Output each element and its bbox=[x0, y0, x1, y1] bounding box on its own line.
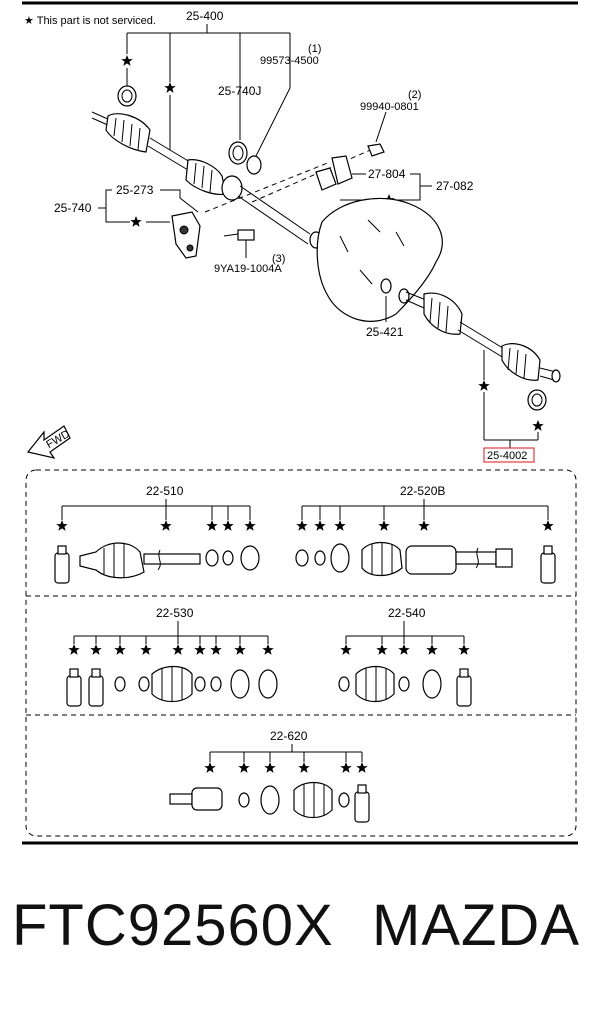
label-25-273: 25-273 bbox=[116, 183, 154, 197]
footer: FTC92560X MAZDA bbox=[0, 880, 600, 990]
parts-diagram: ★ This part is not serviced. 25-400 (1) … bbox=[22, 1, 578, 845]
highlight-box bbox=[483, 447, 535, 463]
kit-22-540: 22-540 bbox=[338, 606, 472, 707]
kit-22-530: 22-530 bbox=[66, 606, 278, 707]
label-25-740: 25-740 bbox=[54, 201, 92, 215]
label-kit-1-num: (1) bbox=[308, 43, 321, 55]
label-kit-1-pn: 99573-4500 bbox=[260, 55, 319, 67]
kit-22-510: 22-510 bbox=[54, 484, 260, 584]
kit-22-620: 22-620 bbox=[169, 729, 370, 823]
label-25-4002: 25-4002 bbox=[487, 450, 527, 462]
label-kit-2-pn: 99940-0801 bbox=[360, 101, 419, 113]
exploded-view: 25-400 (1) 99573-4500 25-740J bbox=[26, 9, 561, 463]
label-kit-2-num: (2) bbox=[408, 89, 421, 101]
star-icon bbox=[478, 380, 490, 391]
kit-22-520b: 22-520B bbox=[295, 484, 556, 584]
label-22-540: 22-540 bbox=[388, 606, 426, 620]
snap-ring bbox=[527, 389, 547, 411]
right-drive-shaft bbox=[398, 288, 561, 383]
label-22-620: 22-620 bbox=[270, 729, 308, 743]
label-kit-3-num: (3) bbox=[272, 253, 285, 265]
brand-name: MAZDA bbox=[372, 893, 580, 958]
star-icon bbox=[532, 420, 544, 431]
part-number: FTC92560X bbox=[12, 893, 334, 958]
label-22-510: 22-510 bbox=[146, 484, 184, 498]
transmission-case bbox=[316, 197, 443, 322]
circlip bbox=[380, 278, 392, 294]
bearing-bracket bbox=[171, 211, 201, 259]
star-icon bbox=[130, 216, 142, 227]
star-icon bbox=[164, 82, 176, 93]
bearing bbox=[228, 141, 248, 165]
label-22-530: 22-530 bbox=[156, 606, 194, 620]
star-icon bbox=[121, 55, 133, 66]
clip bbox=[315, 167, 337, 191]
not-serviced-notice: ★ This part is not serviced. bbox=[24, 15, 156, 27]
fwd-arrow-icon: FWD bbox=[26, 425, 72, 459]
clip bbox=[331, 155, 353, 185]
label-27-082: 27-082 bbox=[436, 179, 474, 193]
bolt bbox=[237, 229, 255, 241]
fwd-label: FWD bbox=[44, 428, 72, 451]
seal-ring bbox=[246, 155, 262, 175]
label-27-804: 27-804 bbox=[368, 167, 406, 181]
snap-ring bbox=[117, 85, 137, 107]
left-drive-shaft bbox=[91, 111, 323, 249]
nut bbox=[367, 143, 385, 157]
label-25-740j: 25-740J bbox=[218, 84, 261, 98]
label-25-421: 25-421 bbox=[366, 325, 404, 339]
label-22-520b: 22-520B bbox=[400, 484, 445, 498]
label-25-400: 25-400 bbox=[186, 9, 224, 23]
kits-box bbox=[25, 469, 577, 837]
label-kit-3-pn: 9YA19-1004A bbox=[214, 263, 282, 275]
